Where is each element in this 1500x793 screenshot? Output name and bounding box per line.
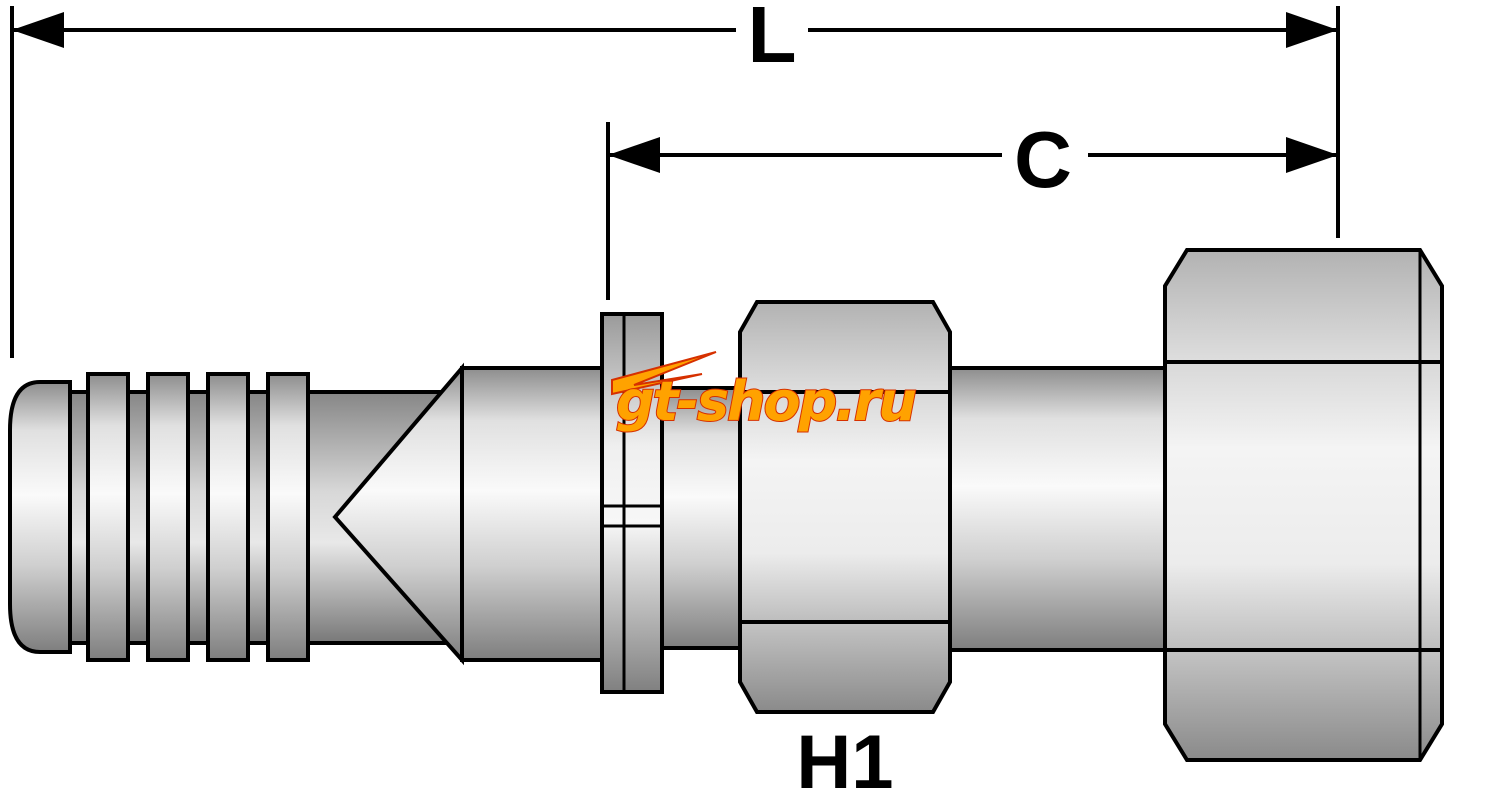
dim-c-arrowhead-left <box>608 137 660 173</box>
shaft-cylinder <box>948 366 1167 652</box>
watermark: gt-shop.ru <box>611 351 918 434</box>
swivel-nut-top-facet <box>1163 248 1444 364</box>
watermark-text: gt-shop.ru <box>616 370 915 433</box>
hex-nut-h1-bottom-facet <box>738 620 952 714</box>
watermark-swoosh <box>611 351 717 396</box>
hex-size-label: H1 <box>796 720 893 793</box>
hex-nut-h1-mid-facet <box>738 390 952 624</box>
dim-l-arrowhead-left <box>12 12 64 48</box>
dim-c-arrowhead-right <box>1286 137 1338 173</box>
barb-rib-2 <box>146 372 190 662</box>
swivel-hex-nut <box>1163 248 1444 762</box>
swivel-nut-bottom-facet <box>1163 648 1444 762</box>
neck-cylinder <box>660 386 744 650</box>
barb-rib-1 <box>86 372 130 662</box>
dim-l-label: L <box>748 0 797 79</box>
fitting-drawing <box>8 248 1444 762</box>
barb-rib-4 <box>266 372 310 662</box>
dimension-c: C <box>606 115 1338 300</box>
hex-nut-h1 <box>738 300 952 714</box>
dimension-l: L <box>10 0 1340 358</box>
hose-barb-nose <box>8 380 72 654</box>
dim-l-arrowhead-right <box>1286 12 1338 48</box>
swivel-nut-mid-facet <box>1163 360 1444 652</box>
stem-cylinder <box>460 366 604 662</box>
dim-c-label: C <box>1014 115 1072 204</box>
barb-rib-3 <box>206 372 250 662</box>
